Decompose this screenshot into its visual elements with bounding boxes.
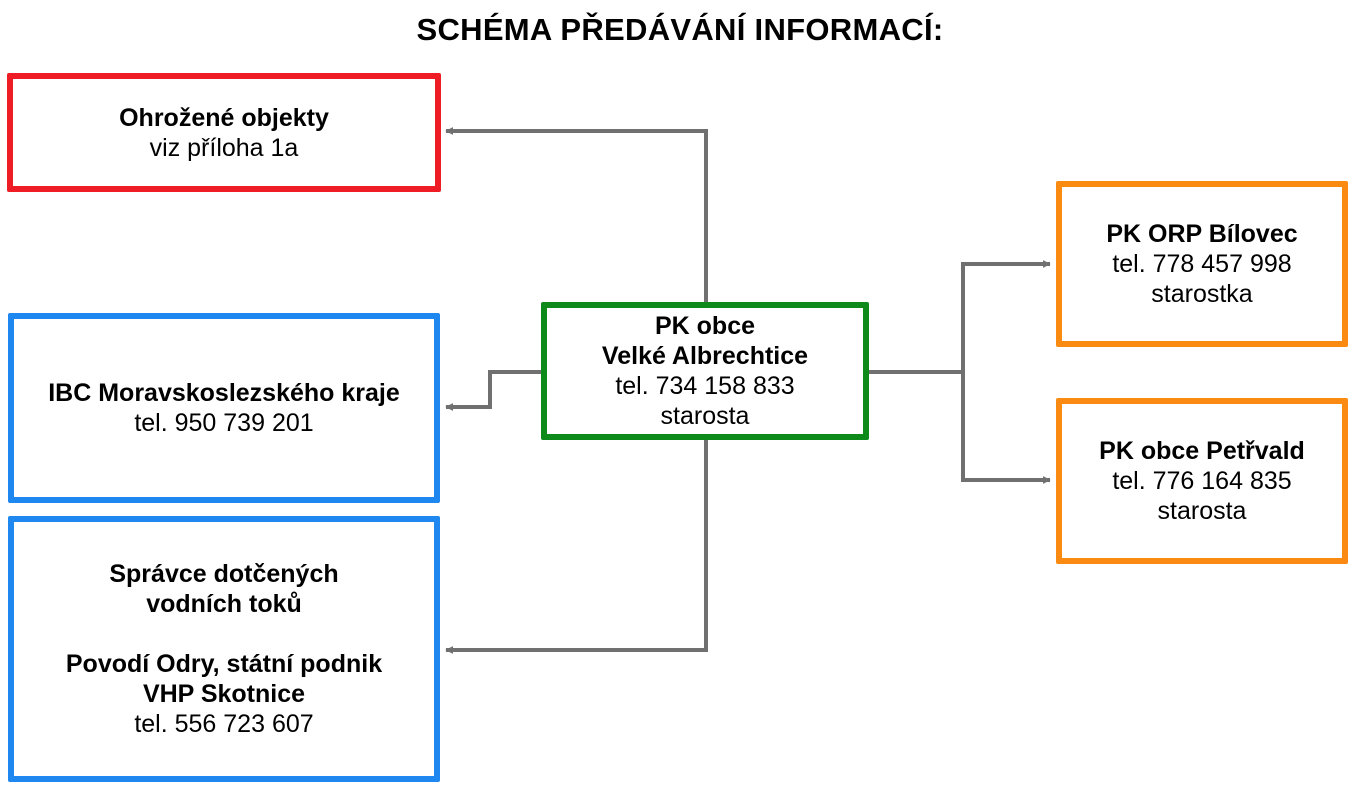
center-municipality-box: PK obce Velké Albrechtice tel. 734 158 8… [541,302,869,440]
petrvald-name: PK obce Petřvald [1099,437,1305,465]
water-authority-phone: tel. 556 723 607 [134,710,314,738]
arrow-center-to-petrvald [961,372,1051,484]
water-authority-org-2: VHP Skotnice [142,680,306,708]
orp-bilovec-box: PK ORP Bílovec tel. 778 457 998 starostk… [1056,181,1348,347]
threatened-objects-name: Ohrožené objekty [119,103,329,132]
arrow-center-to-orp [869,260,1051,374]
ibc-name: IBC Moravskoslezského kraje [48,379,400,407]
petrvald-role: starosta [1157,497,1247,525]
threatened-objects-box: Ohrožené objekty viz příloha 1a [7,73,441,192]
center-name-1: PK obce [654,312,756,340]
water-authority-heading-2: vodních toků [146,590,302,618]
ibc-box: IBC Moravskoslezského kraje tel. 950 739… [8,313,440,503]
orp-phone: tel. 778 457 998 [1112,250,1292,278]
center-role: starosta [660,402,750,430]
petrvald-box: PK obce Petřvald tel. 776 164 835 staros… [1056,398,1348,564]
orp-role: starostka [1151,280,1253,308]
diagram-title: SCHÉMA PŘEDÁVÁNÍ INFORMACÍ: [416,12,944,47]
ibc-phone: tel. 950 739 201 [134,409,314,437]
water-authority-heading-1: Správce dotčených [109,560,339,588]
water-authority-box: Správce dotčených vodních toků Povodí Od… [8,516,440,782]
threatened-objects-reference: viz příloha 1a [149,133,299,162]
center-name-2: Velké Albrechtice [601,342,809,370]
center-phone: tel. 734 158 833 [615,372,795,400]
orp-name: PK ORP Bílovec [1106,220,1298,248]
arrow-center-to-water [445,440,708,654]
petrvald-phone: tel. 776 164 835 [1112,467,1292,495]
arrow-center-to-ibc [445,370,541,411]
water-authority-org-1: Povodí Odry, státní podnik [65,650,383,678]
arrow-center-to-threatened [445,127,708,302]
